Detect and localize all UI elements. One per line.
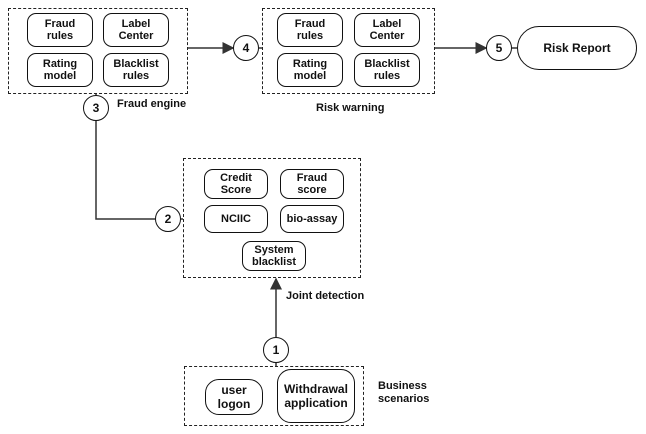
fraud-rules-node: Fraud rules — [27, 13, 93, 47]
step-2-badge: 2 — [155, 206, 181, 232]
fraud-engine-group: Fraud rules Label Center Rating model Bl… — [8, 8, 188, 94]
bio-assay-node: bio-assay — [280, 205, 344, 233]
fraud-score-node: Fraud score — [280, 169, 344, 199]
fraud-engine-title: Fraud engine — [117, 98, 187, 110]
business-scenarios-group: user logon Withdrawal application — [184, 366, 364, 426]
risk-warning-group: Fraud rules Label Center Rating model Bl… — [262, 8, 435, 94]
risk-report-node: Risk Report — [517, 26, 637, 70]
label-center-node: Label Center — [103, 13, 169, 47]
step-5-badge: 5 — [486, 35, 512, 61]
nciic-node: NCIIC — [204, 205, 268, 233]
warning-blacklist-rules-node: Blacklist rules — [354, 53, 420, 87]
business-scenarios-title: Business scenarios — [378, 380, 430, 405]
step-1-badge: 1 — [263, 337, 289, 363]
user-logon-node: user logon — [205, 379, 263, 415]
step-4-badge: 4 — [233, 35, 259, 61]
warning-fraud-rules-node: Fraud rules — [277, 13, 343, 47]
blacklist-rules-node: Blacklist rules — [103, 53, 169, 87]
withdrawal-application-node: Withdrawal application — [277, 369, 355, 423]
credit-score-node: Credit Score — [204, 169, 268, 199]
warning-rating-model-node: Rating model — [277, 53, 343, 87]
risk-warning-title: Risk warning — [316, 102, 385, 114]
connector-step2-to-step3 — [95, 121, 155, 220]
joint-detection-title: Joint detection — [286, 290, 365, 302]
joint-detection-group: Credit Score Fraud score NCIIC bio-assay… — [183, 158, 361, 278]
step-3-badge: 3 — [83, 95, 109, 121]
rating-model-node: Rating model — [27, 53, 93, 87]
warning-label-center-node: Label Center — [354, 13, 420, 47]
system-blacklist-node: System blacklist — [242, 241, 306, 271]
